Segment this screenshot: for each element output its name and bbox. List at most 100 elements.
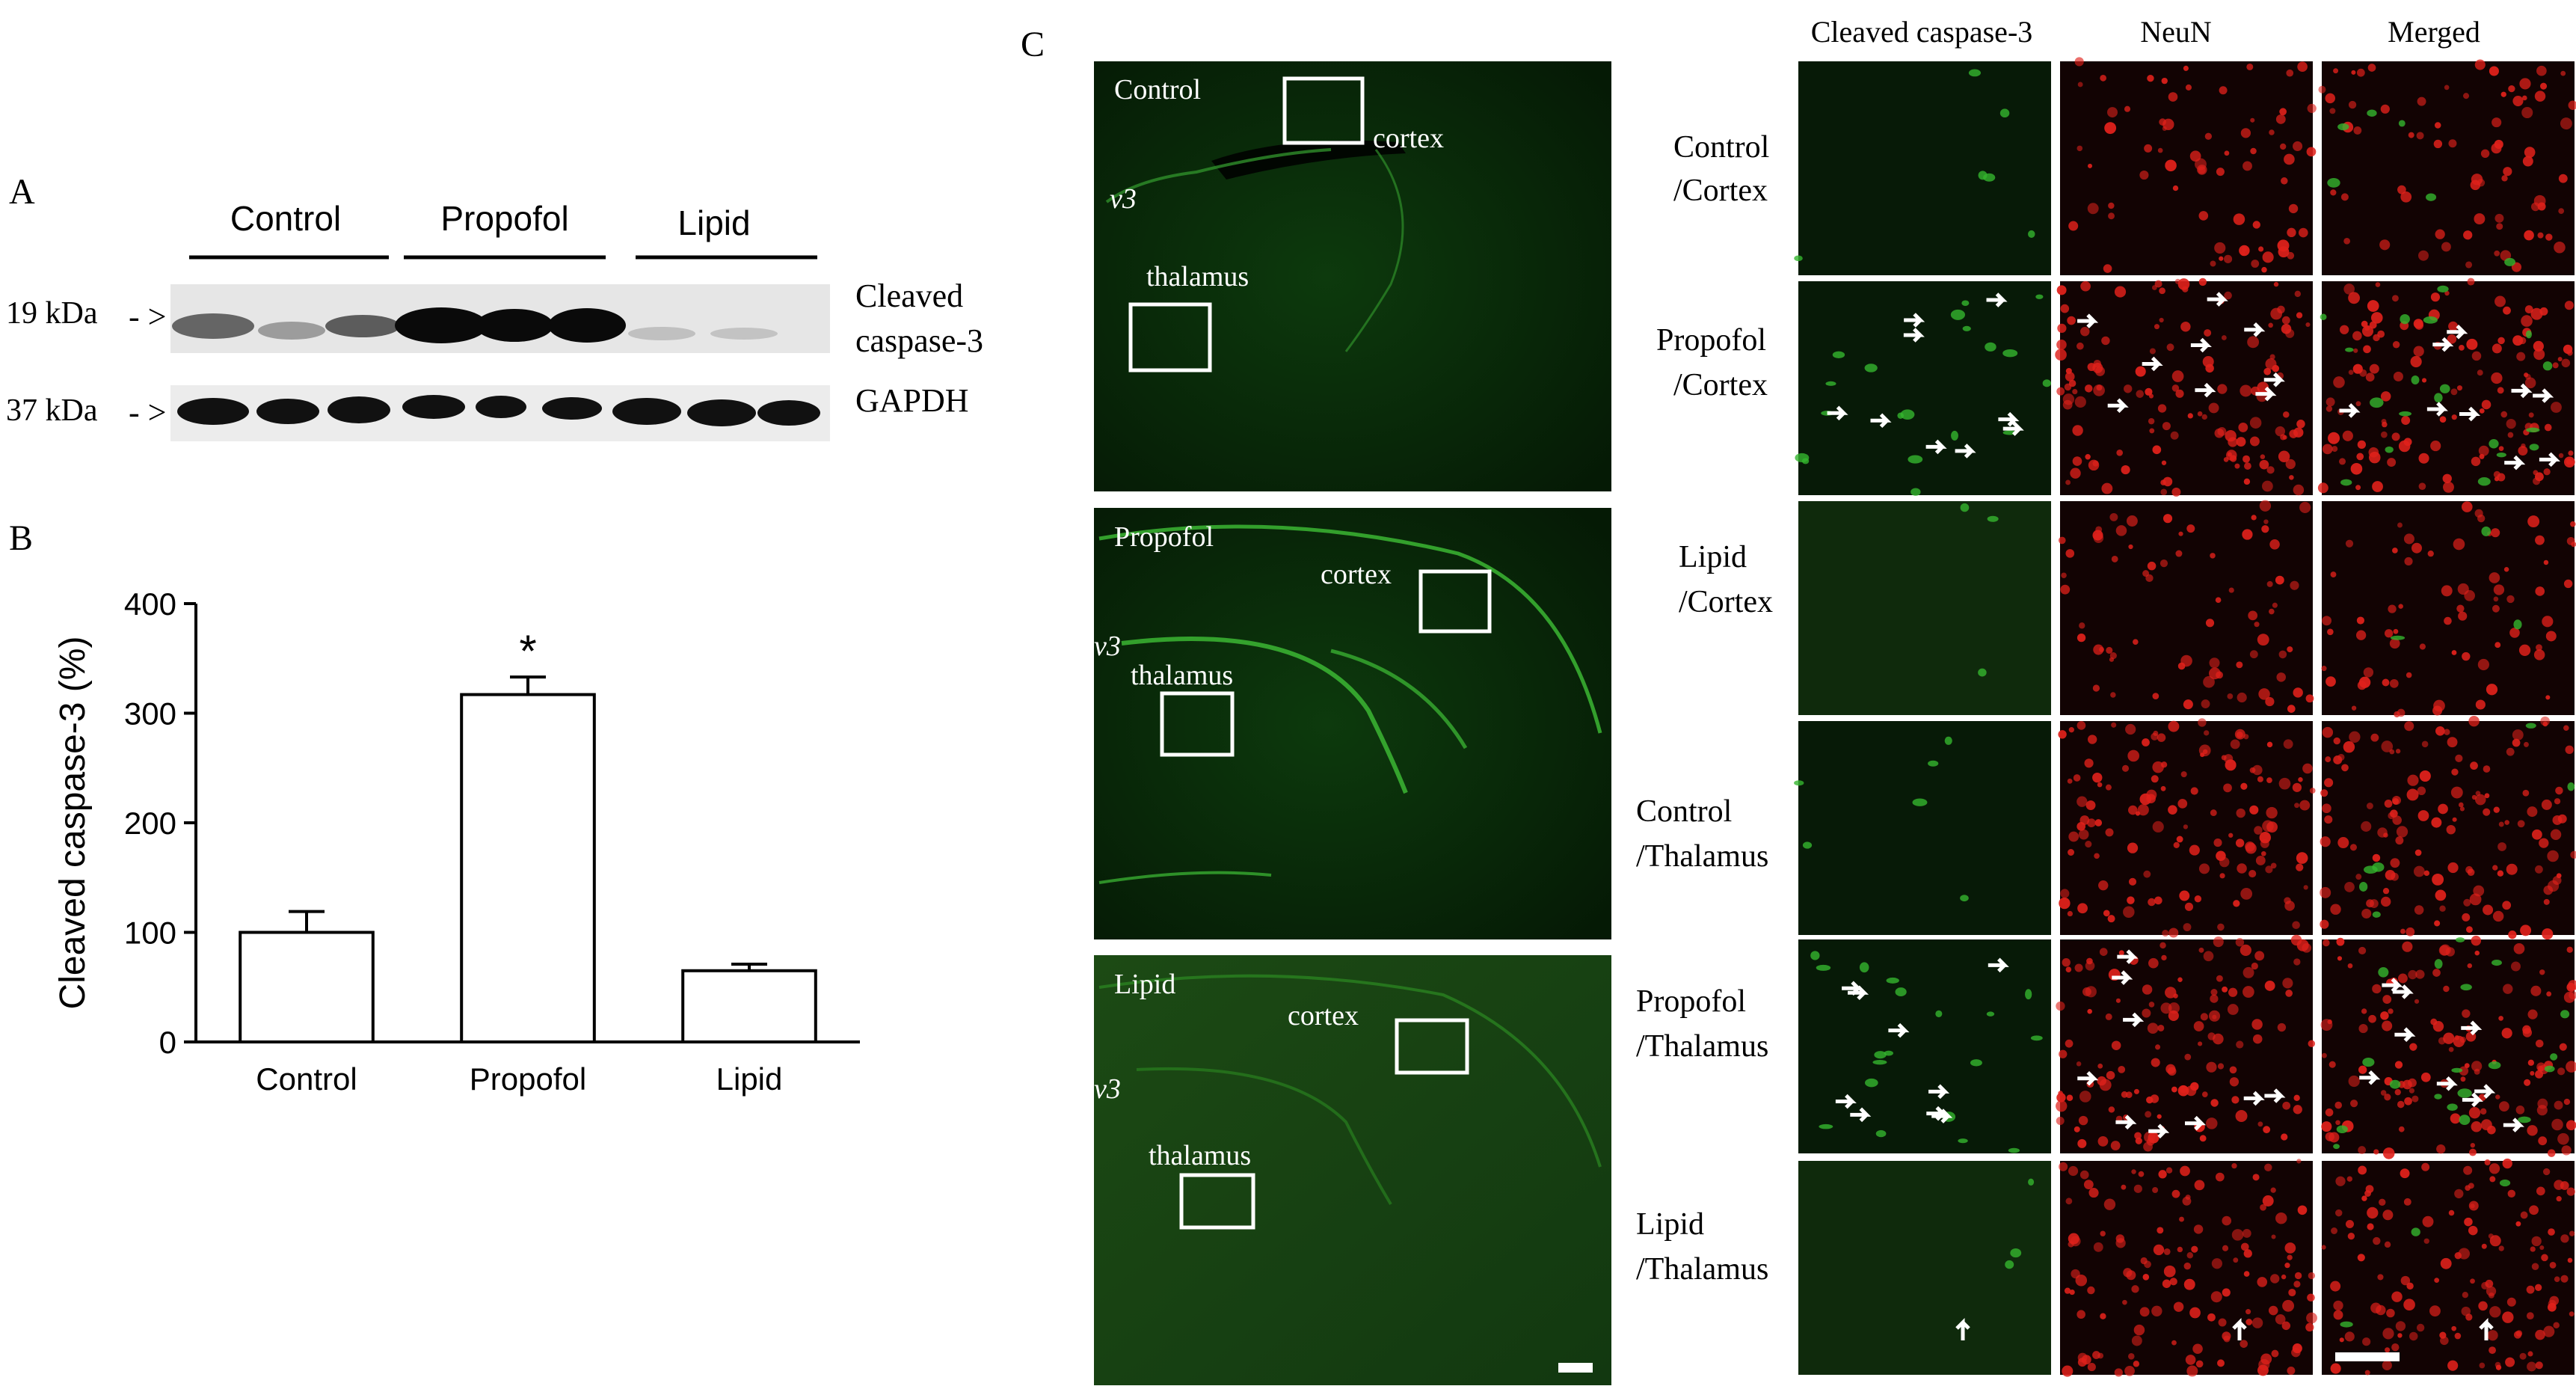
neun-cell <box>2229 1077 2240 1087</box>
neun-cell <box>2210 994 2219 1003</box>
neun-cell <box>2566 946 2573 953</box>
neun-cell <box>2219 86 2228 95</box>
neun-cell <box>2144 1131 2156 1143</box>
neun-cell <box>2389 638 2400 649</box>
neun-cell <box>2277 239 2290 252</box>
neun-cell <box>2231 1162 2237 1169</box>
neun-cell <box>2240 944 2251 956</box>
neun-cell <box>2066 1094 2074 1102</box>
neun-cell <box>2306 1312 2317 1324</box>
neun-cell <box>2477 658 2489 671</box>
neun-cell <box>2252 221 2260 229</box>
neun-cell <box>2330 189 2337 196</box>
neun-cell <box>2092 460 2099 467</box>
neun-cell <box>2461 501 2473 512</box>
neun-cell <box>2526 1285 2535 1294</box>
neun-cell <box>2442 473 2452 483</box>
neun-cell <box>2477 370 2483 376</box>
neun-cell <box>2064 1287 2071 1294</box>
neun-cell <box>2530 985 2542 996</box>
neun-cell <box>2079 1170 2089 1180</box>
neun-cell <box>2121 764 2130 772</box>
neun-cell <box>2275 114 2286 124</box>
neun-cell <box>2296 312 2303 319</box>
neun-cell <box>2307 1293 2315 1302</box>
caspase-cell <box>1816 964 1831 971</box>
neun-cell <box>2516 352 2526 361</box>
neun-cell <box>2111 555 2118 562</box>
neun-cell <box>2219 856 2230 868</box>
neun-cell <box>2250 117 2255 123</box>
neun-cell <box>2240 384 2252 397</box>
neun-cell <box>2263 367 2272 375</box>
neun-cell <box>2160 479 2166 485</box>
neun-cell <box>2291 1347 2301 1358</box>
micrograph-tile <box>1798 1161 2051 1375</box>
neun-cell <box>2195 1360 2204 1368</box>
neun-cell <box>2085 384 2093 393</box>
arrow-icon <box>2112 970 2133 985</box>
neun-cell <box>2361 908 2372 919</box>
caspase-cell <box>2028 230 2035 238</box>
row-label-region: /Thalamus <box>1636 1252 1768 1287</box>
tile-background <box>1798 281 2051 495</box>
neun-cell <box>2269 539 2280 550</box>
neun-cell <box>2461 1306 2471 1316</box>
neun-cell <box>2393 371 2403 381</box>
arrow-icon <box>2190 337 2212 353</box>
neun-cell <box>2409 1088 2414 1094</box>
neun-cell <box>2358 676 2371 688</box>
neun-cell <box>2353 126 2362 135</box>
neun-cell <box>2462 651 2471 661</box>
neun-cell <box>2249 805 2259 815</box>
thalamus-box <box>1160 691 1235 757</box>
neun-cell <box>2229 455 2237 462</box>
neun-cell <box>2056 1093 2066 1103</box>
neun-cell <box>2457 583 2469 595</box>
neun-cell <box>2209 657 2220 669</box>
neun-cell <box>2470 761 2478 770</box>
neun-cell <box>2210 1291 2222 1303</box>
neun-cell <box>2512 95 2524 107</box>
neun-cell <box>2168 1002 2180 1014</box>
neun-cell <box>2520 1211 2528 1219</box>
caspase-cell <box>1886 977 1899 984</box>
neun-cell <box>2406 788 2419 801</box>
neun-cell <box>2533 340 2544 352</box>
neun-cell <box>2266 806 2278 819</box>
neun-cell <box>2557 1132 2569 1145</box>
caspase-cell <box>1928 760 1939 767</box>
neun-cell <box>2324 778 2334 788</box>
row-label-region: /Cortex <box>1673 368 1768 402</box>
panel-label-a: A <box>9 172 35 212</box>
neun-cell <box>2382 678 2390 687</box>
neun-cell <box>2223 1335 2231 1343</box>
neun-cell <box>2498 821 2504 827</box>
neun-cell <box>2208 402 2219 414</box>
neun-cell <box>2402 941 2413 952</box>
neun-cell <box>2448 1046 2454 1052</box>
caspase-cell <box>2372 911 2381 918</box>
neun-cell <box>2157 1114 2162 1119</box>
neun-cell <box>2498 446 2504 451</box>
neun-cell <box>2298 227 2308 238</box>
neun-cell <box>2566 1120 2576 1131</box>
neun-cell <box>2182 1196 2192 1206</box>
wb-marker-19kda: 19 kDa <box>6 296 98 331</box>
neun-cell <box>2142 984 2153 995</box>
significance-marker: * <box>519 626 536 676</box>
caspase-cell <box>1911 488 1921 496</box>
neun-cell <box>2391 1291 2403 1302</box>
neun-cell <box>2441 585 2453 597</box>
neun-cell <box>2107 915 2115 923</box>
arrow-icon <box>2436 1076 2458 1091</box>
neun-cell <box>2533 194 2546 207</box>
neun-cell <box>2321 666 2327 672</box>
neun-cell <box>2281 1321 2291 1331</box>
arrow-icon <box>1835 1094 1857 1109</box>
section-image-propofol: Propofol v3 cortex thalamus <box>1094 508 1611 939</box>
caspase-cell <box>1978 668 1987 677</box>
neun-cell <box>2134 1132 2142 1140</box>
neun-cell <box>2451 414 2457 420</box>
neun-cell <box>2435 889 2447 901</box>
